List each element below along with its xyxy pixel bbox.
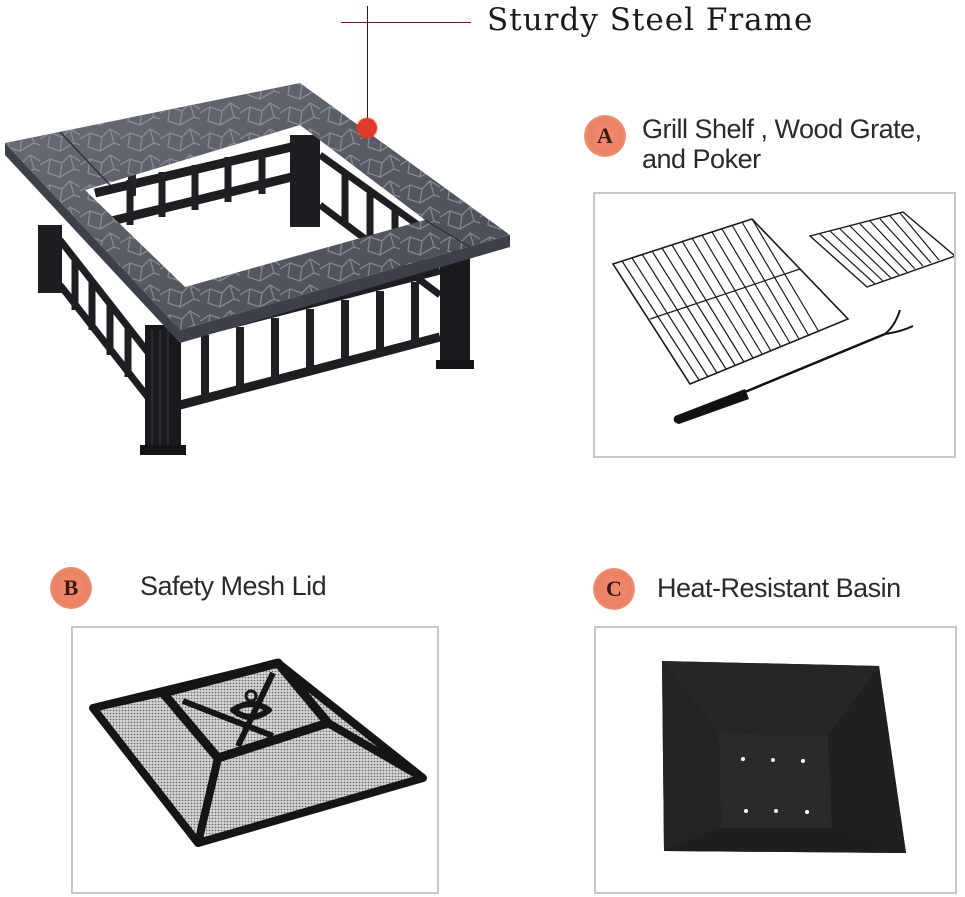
callout-vertical-line [367,6,368,126]
section-c-title-line1: Heat-Resistant Basin [657,573,901,603]
grill-grates-and-poker-image [611,211,954,424]
section-a-title: Grill Shelf , Wood Grate, and Poker [642,114,922,174]
callout-horizontal-line [341,22,471,23]
badge-b: B [50,567,92,609]
section-a-title-line2: and Poker [642,144,761,174]
grill-accessories-panel [593,192,956,458]
safety-mesh-lid-image [89,658,427,847]
badge-c: C [593,568,635,610]
fire-pit-frame-image [0,75,520,465]
basin-panel [594,626,957,894]
fire-pit-illustration [5,83,510,455]
badge-a: A [584,115,626,157]
heat-resistant-basin-image [662,661,906,853]
badge-b-letter: B [63,575,79,600]
section-b-title-line1: Safety Mesh Lid [140,571,327,601]
section-a-title-line1: Grill Shelf , Wood Grate, [642,114,922,144]
mesh-lid-panel [71,626,439,894]
sturdy-steel-frame-label: Sturdy Steel Frame [487,2,814,38]
callout-dot-icon [357,118,377,138]
badge-c-letter: C [606,576,622,601]
section-c-title: Heat-Resistant Basin [657,573,901,603]
section-b-title: Safety Mesh Lid [140,571,327,601]
badge-a-letter: A [597,123,613,148]
